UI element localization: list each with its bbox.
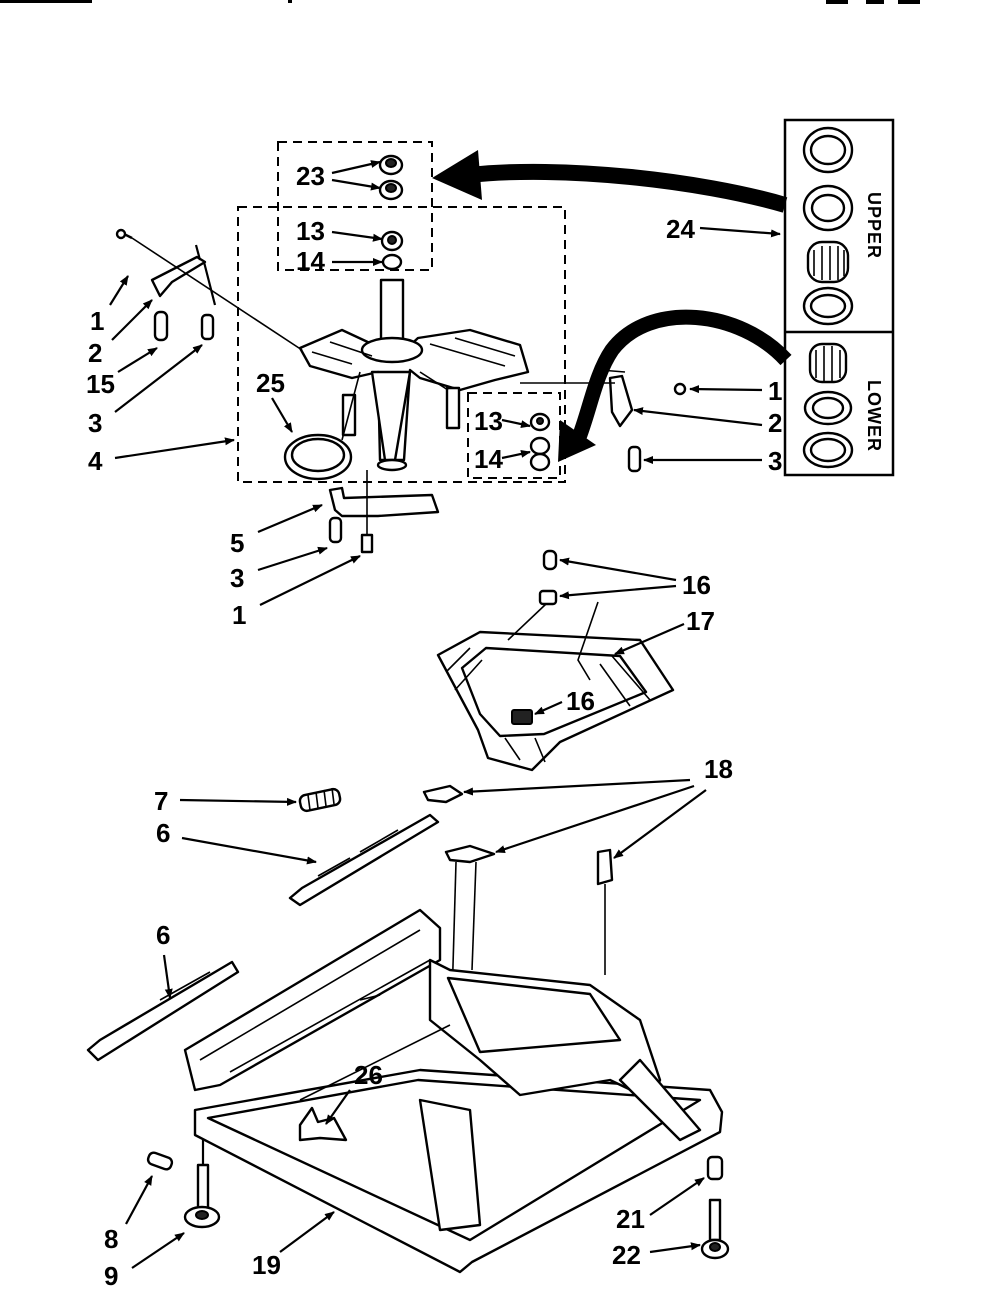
callout-labels: 23 13 14 1 2 15 3 4 25 5 3 1 13 14 1 2 3… [86, 161, 782, 1291]
callout-5: 5 [230, 528, 244, 558]
callout-23: 23 [296, 161, 325, 191]
center-post-assembly [298, 278, 530, 472]
callout-3-bottom: 3 [230, 563, 244, 593]
callout-1-bottom: 1 [232, 600, 246, 630]
header-scraps [0, 0, 920, 4]
callout-2-right: 2 [768, 408, 782, 438]
callout-13-lower: 13 [474, 406, 503, 436]
assembly-frames [237, 141, 566, 483]
callout-8: 8 [104, 1224, 118, 1254]
callout-4: 4 [88, 446, 103, 476]
foot-22 [700, 1198, 730, 1260]
callout-15: 15 [86, 369, 115, 399]
kit-upper-arrow [432, 150, 788, 213]
clip-18-c [596, 848, 614, 975]
bearing-kit-24 [783, 118, 895, 477]
suspension-frame-17 [436, 630, 675, 772]
foot-9 [183, 1140, 221, 1229]
callout-1-left: 1 [90, 306, 104, 336]
clip-3-bottom [328, 516, 343, 544]
callout-3-right: 3 [768, 446, 782, 476]
callout-9: 9 [104, 1261, 118, 1291]
callout-6-upper: 6 [156, 818, 170, 848]
callout-22: 22 [612, 1240, 641, 1270]
callout-1-right: 1 [768, 376, 782, 406]
callout-13-upper: 13 [296, 216, 325, 246]
bearing-13 [380, 230, 404, 252]
seal-14 [381, 253, 403, 271]
callout-6-lower: 6 [156, 920, 170, 950]
callout-26: 26 [354, 1060, 383, 1090]
bolt-1-bottom [360, 470, 374, 554]
callout-14-upper: 14 [296, 246, 325, 276]
callout-25: 25 [256, 368, 285, 398]
callout-16-top: 16 [682, 570, 711, 600]
callout-7: 7 [154, 786, 168, 816]
callout-16-lower: 16 [566, 686, 595, 716]
kit-lower-arrow [558, 309, 792, 462]
spring-15 [153, 310, 169, 342]
clip-3-left [200, 313, 215, 341]
bolt-1-left [115, 228, 133, 240]
callout-2-left: 2 [88, 338, 102, 368]
bracket-5 [328, 486, 440, 518]
bracket-2-right [599, 369, 634, 428]
spring-7 [298, 787, 342, 813]
kit-lower-label: LOWER [864, 380, 884, 452]
callout-19: 19 [252, 1250, 281, 1280]
washer-23 [378, 154, 404, 201]
clip-16-lower [511, 709, 533, 725]
leader-lines [109, 160, 781, 1269]
bracket-2-left [150, 244, 217, 306]
clip-3-right [627, 445, 642, 473]
clip-18-a [422, 784, 464, 804]
callout-18: 18 [704, 754, 733, 784]
leg-8 [146, 1151, 174, 1171]
leader-bolt-line [131, 237, 303, 351]
ring-25 [283, 433, 353, 481]
clip-16-top [542, 549, 558, 571]
callout-17: 17 [686, 606, 715, 636]
kit-upper-label: UPPER [864, 192, 884, 259]
callout-24: 24 [666, 214, 695, 244]
rail-6-upper [288, 813, 440, 907]
callout-14-lower: 14 [474, 444, 503, 474]
bearing-13-lower [529, 412, 551, 432]
seal-14-lower [529, 436, 551, 472]
bolt-1-right [673, 382, 687, 396]
callout-3-left: 3 [88, 408, 102, 438]
clip-16-mid [507, 589, 599, 681]
nut-21 [706, 1155, 724, 1181]
callout-21: 21 [616, 1204, 645, 1234]
